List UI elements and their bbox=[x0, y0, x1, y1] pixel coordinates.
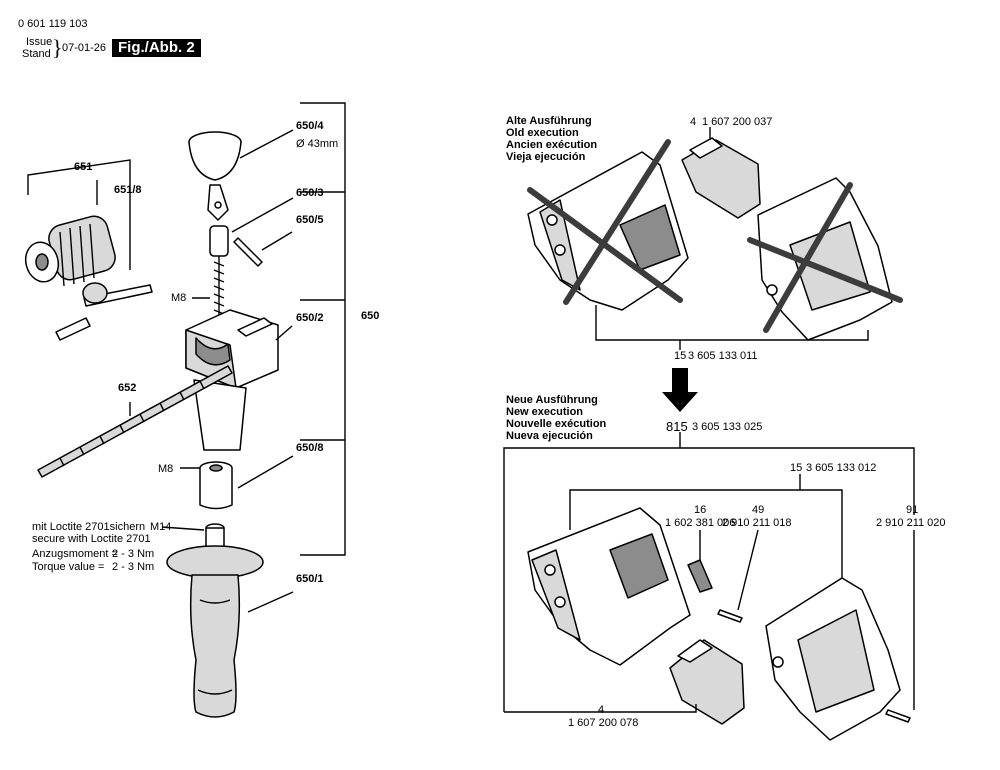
new-set-code: 3 605 133 025 bbox=[692, 421, 763, 433]
new-housing-left bbox=[527, 507, 691, 666]
old-set-code: 3 605 133 011 bbox=[688, 350, 758, 362]
new-execution-es: Nueva ejecución bbox=[506, 430, 593, 442]
label-650-3: 650/3 bbox=[296, 187, 324, 199]
label-m8-bolt: M8 bbox=[171, 292, 187, 304]
cross-out-line bbox=[563, 139, 671, 305]
label-m14: M14 bbox=[150, 521, 172, 533]
new-switch-code: 1 607 200 078 bbox=[568, 717, 639, 729]
label-650: 650 bbox=[361, 310, 380, 322]
issue-label: Issue bbox=[26, 36, 53, 48]
old-housing-right bbox=[757, 177, 893, 341]
old-switch-module bbox=[681, 137, 761, 219]
pin-650-5 bbox=[233, 237, 263, 267]
loctite-note-en: secure with Loctite 2701 bbox=[32, 533, 151, 545]
part-16-number: 16 bbox=[694, 504, 707, 516]
side-handle-650-1 bbox=[166, 523, 264, 718]
part-49-number: 49 bbox=[752, 504, 765, 516]
clamp-body-650-2 bbox=[185, 309, 279, 451]
old-execution-fr: Ancien exécution bbox=[506, 139, 598, 151]
old-execution-de: Alte Ausführung bbox=[506, 115, 592, 127]
new-execution-en: New execution bbox=[506, 406, 584, 418]
label-650-4: 650/4 bbox=[296, 120, 324, 132]
figure-label: Fig./Abb. 2 bbox=[112, 39, 201, 57]
chuck-key-651-8 bbox=[55, 282, 153, 341]
issue-date: 07-01-26 bbox=[62, 42, 107, 54]
new-set-number: 815 bbox=[666, 419, 688, 434]
screw-49 bbox=[717, 609, 743, 623]
label-652: 652 bbox=[118, 382, 137, 394]
old-set-number: 15 bbox=[674, 350, 687, 362]
label-m8-sleeve: M8 bbox=[158, 463, 174, 475]
label-diameter: Ø 43mm bbox=[296, 138, 339, 150]
stand-label: Stand bbox=[22, 48, 51, 60]
torque-label-de: Anzugsmoment = bbox=[32, 548, 118, 560]
cross-out-line bbox=[747, 237, 903, 303]
bracket-650 bbox=[300, 102, 346, 556]
bracket-new-set bbox=[503, 447, 915, 712]
document-number: 0 601 119 103 bbox=[18, 18, 88, 30]
new-switch-number: 4 bbox=[598, 704, 605, 716]
housing-number: 15 bbox=[790, 462, 803, 474]
new-switch-module bbox=[669, 639, 745, 725]
bracket-old-set bbox=[595, 305, 869, 341]
label-650-2: 650/2 bbox=[296, 312, 324, 324]
torque-value-en: 2 - 3 Nm bbox=[112, 561, 155, 573]
drill-chuck-651 bbox=[24, 215, 116, 287]
cross-out-line bbox=[763, 182, 853, 333]
bracket-651 bbox=[27, 159, 131, 270]
new-housing-right bbox=[765, 577, 901, 741]
bracket-new-part bbox=[504, 704, 697, 713]
label-650-1: 650/1 bbox=[296, 573, 324, 585]
label-650-8: 650/8 bbox=[296, 442, 324, 454]
bolt-650-3 bbox=[209, 225, 229, 320]
label-651: 651 bbox=[74, 161, 93, 173]
part-16-code: 1 602 381 006 bbox=[665, 517, 736, 529]
torque-value-de: 2 - 3 Nm bbox=[112, 548, 155, 560]
brace-glyph: } bbox=[52, 35, 63, 60]
old-switch-code: 1 607 200 037 bbox=[702, 116, 773, 128]
torque-label-en: Torque value = bbox=[32, 561, 105, 573]
part-16 bbox=[687, 559, 713, 593]
old-switch-number: 4 bbox=[690, 116, 697, 128]
clamp-band-650-4 bbox=[188, 131, 242, 221]
part-91-number: 91 bbox=[906, 504, 919, 516]
new-execution-de: Neue Ausführung bbox=[506, 394, 598, 406]
part-91-code: 2 910 211 020 bbox=[876, 517, 946, 529]
new-execution-fr: Nouvelle exécution bbox=[506, 418, 607, 430]
bracket-housing bbox=[569, 489, 843, 580]
label-650-5: 650/5 bbox=[296, 214, 324, 226]
screw-91 bbox=[885, 709, 911, 723]
loctite-note-de: mit Loctite 2701sichern bbox=[32, 521, 146, 533]
label-651-8: 651/8 bbox=[114, 184, 142, 196]
housing-code: 3 605 133 012 bbox=[806, 462, 877, 474]
depth-rod-652 bbox=[37, 365, 233, 478]
threaded-sleeve-650-8 bbox=[199, 461, 233, 510]
old-execution-es: Vieja ejecución bbox=[506, 151, 586, 163]
old-execution-en: Old execution bbox=[506, 127, 579, 139]
part-49-code: 2 910 211 018 bbox=[722, 517, 792, 529]
arrow-down-icon bbox=[662, 368, 698, 412]
